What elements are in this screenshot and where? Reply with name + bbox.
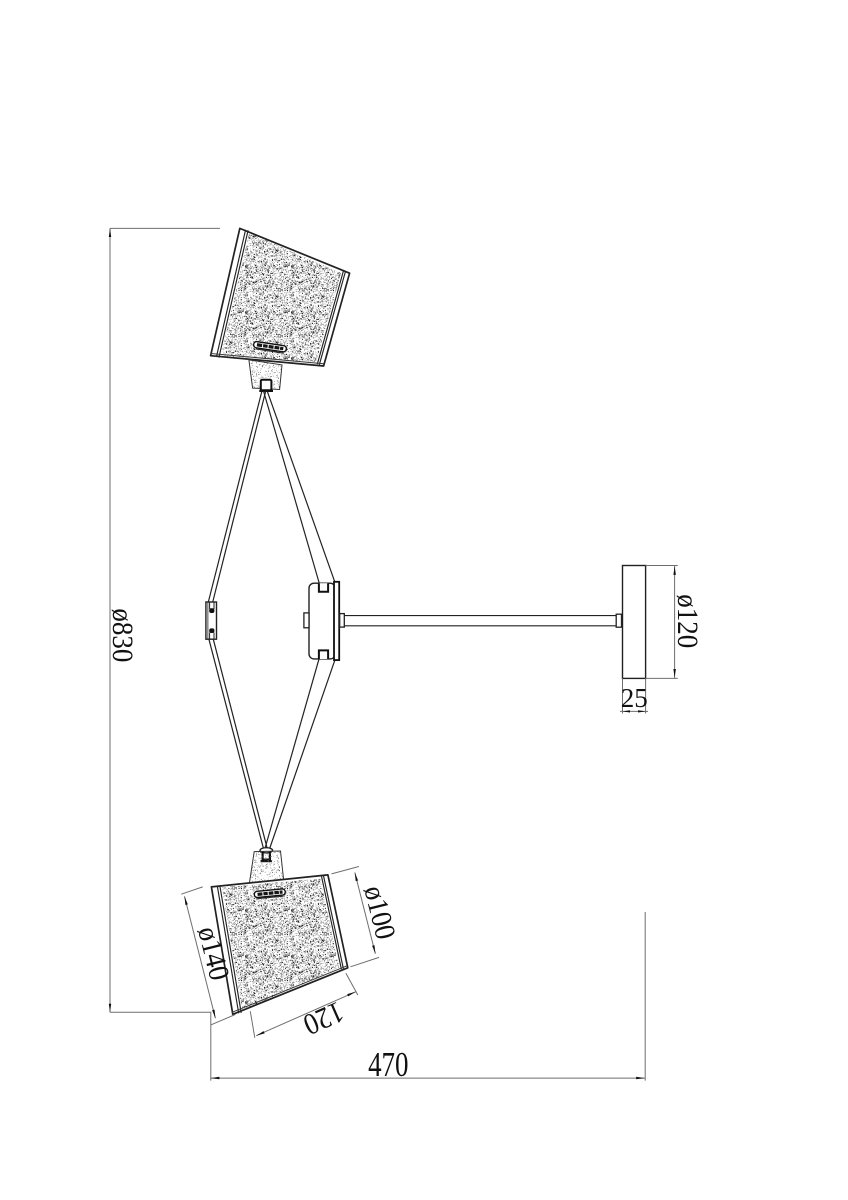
svg-text:ø120: ø120 <box>671 594 703 648</box>
svg-text:ø830: ø830 <box>106 608 138 662</box>
svg-text:470: 470 <box>368 1044 408 1083</box>
svg-text:25: 25 <box>621 683 648 713</box>
